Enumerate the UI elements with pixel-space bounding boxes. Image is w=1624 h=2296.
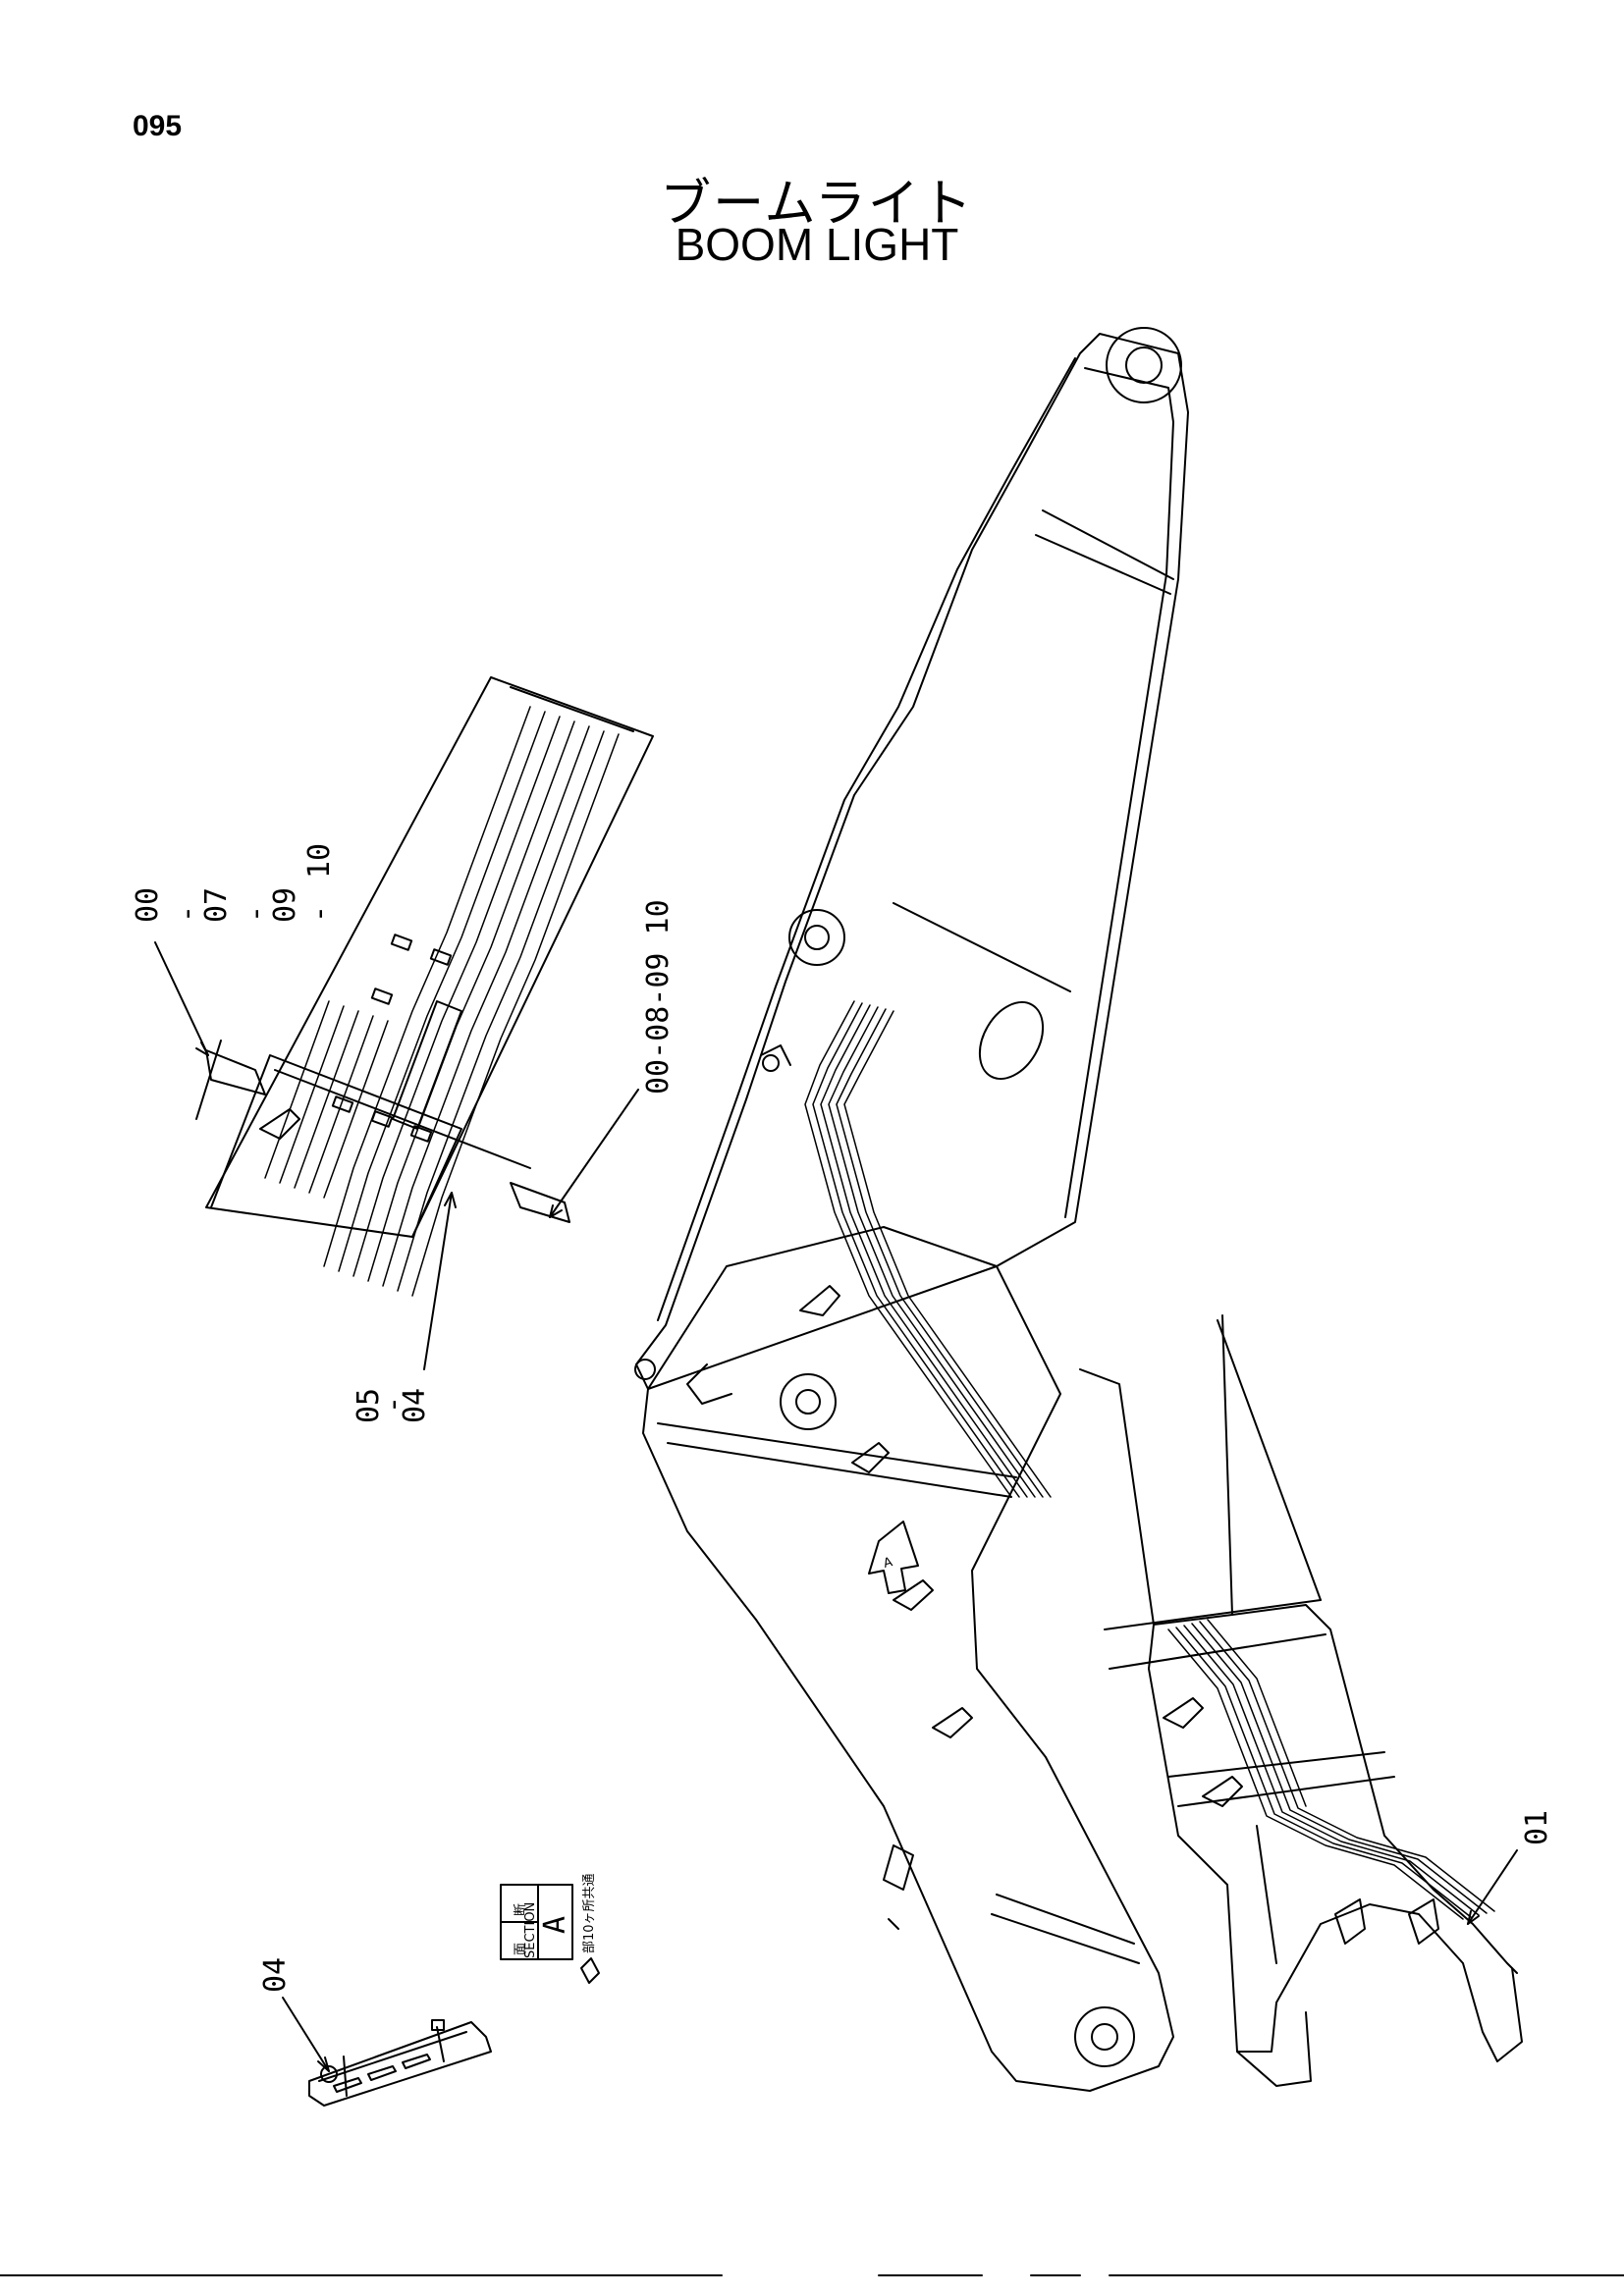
svg-text:00-08-09 10: 00-08-09 10 (641, 899, 676, 1095)
svg-text:A: A (882, 1555, 894, 1572)
svg-text:01: 01 (1520, 1810, 1554, 1845)
harness-detail-upper (195, 676, 654, 1297)
svg-text:04: 04 (258, 1957, 293, 1993)
svg-text:A: A (538, 1916, 572, 1934)
title-japanese: ブームライト (660, 175, 974, 234)
boom-foot-detail (1079, 1314, 1523, 2087)
svg-text:04: 04 (398, 1388, 432, 1423)
svg-text:-: - (170, 905, 204, 923)
section-a-box: 断 面 SECTION A 部10ヶ所共通 (500, 1873, 600, 1984)
leader-lines (154, 941, 1518, 2072)
boom-harness (804, 1000, 1052, 1498)
svg-text:05: 05 (352, 1388, 386, 1423)
svg-text:07: 07 (199, 887, 234, 923)
svg-text:-: - (302, 905, 337, 923)
svg-text:10: 10 (302, 843, 337, 879)
svg-text:面: 面 (514, 1943, 528, 1955)
svg-text:SECTION: SECTION (523, 1902, 538, 1958)
svg-text:-: - (239, 905, 273, 923)
section-a-detail (308, 2019, 492, 2107)
svg-text:09: 09 (268, 887, 302, 923)
svg-text:断: 断 (514, 1903, 528, 1916)
page-number: 095 (133, 110, 183, 142)
clamp-symbols (799, 1285, 973, 1738)
title-english: BOOM LIGHT (675, 219, 959, 270)
boom-body (634, 327, 1189, 2092)
view-arrow-a: A (868, 1521, 919, 1594)
callout-labels: 00 - 07 - 09 - 10 00-08-09 10 05 - 04 01… (131, 843, 1554, 1993)
svg-text:00: 00 (131, 887, 165, 923)
svg-text:-: - (376, 1396, 410, 1414)
svg-text:部10ヶ所共通: 部10ヶ所共通 (582, 1873, 597, 1953)
